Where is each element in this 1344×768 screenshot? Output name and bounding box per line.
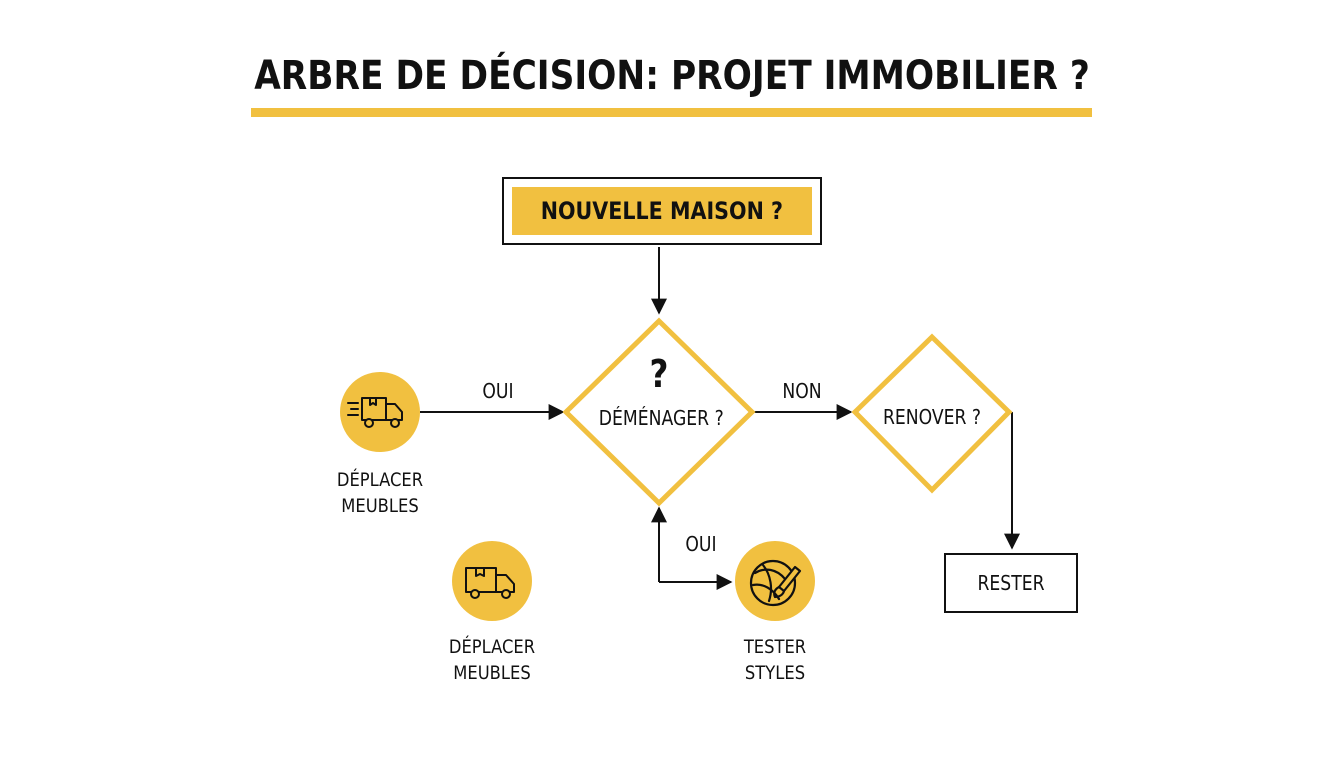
diagram-title: ARBRE DE DÉCISION: PROJET IMMOBILIER ? bbox=[254, 53, 1090, 99]
edge-label-oui-bottom: OUI bbox=[685, 532, 717, 556]
demenager-label: DÉMÉNAGER ? bbox=[598, 406, 724, 430]
start-node-fill: NOUVELLE MAISON ? bbox=[512, 187, 812, 235]
demenager-question-mark: ? bbox=[649, 352, 669, 396]
paint-brush-icon bbox=[735, 541, 815, 621]
rester-node: RESTER bbox=[944, 553, 1078, 613]
caption-tester-styles: TESTER STYLES bbox=[723, 634, 826, 686]
caption-tester-styles-line2: STYLES bbox=[744, 662, 806, 684]
diamond-demenager bbox=[562, 317, 756, 507]
caption-deplacer-meubles-2: DÉPLACER MEUBLES bbox=[440, 634, 543, 686]
edge-label-non: NON bbox=[782, 379, 822, 403]
caption-deplacer-meubles-1-line2: MEUBLES bbox=[341, 495, 419, 517]
rester-label: RESTER bbox=[977, 571, 1045, 595]
caption-tester-styles-line1: TESTER bbox=[743, 636, 807, 658]
start-node-label: NOUVELLE MAISON ? bbox=[540, 197, 784, 225]
caption-deplacer-meubles-1-line1: DÉPLACER bbox=[336, 469, 424, 491]
caption-deplacer-meubles-1: DÉPLACER MEUBLES bbox=[328, 467, 431, 519]
delivery-truck-icon bbox=[452, 541, 532, 621]
moving-truck-icon bbox=[340, 372, 420, 452]
title-underline bbox=[251, 108, 1092, 117]
caption-deplacer-meubles-2-line1: DÉPLACER bbox=[448, 636, 536, 658]
renover-label: RENOVER ? bbox=[882, 405, 982, 429]
caption-deplacer-meubles-2-line2: MEUBLES bbox=[453, 662, 531, 684]
diamond-renover bbox=[851, 333, 1013, 494]
start-node: NOUVELLE MAISON ? bbox=[502, 177, 822, 245]
edge-label-oui-left: OUI bbox=[482, 379, 514, 403]
